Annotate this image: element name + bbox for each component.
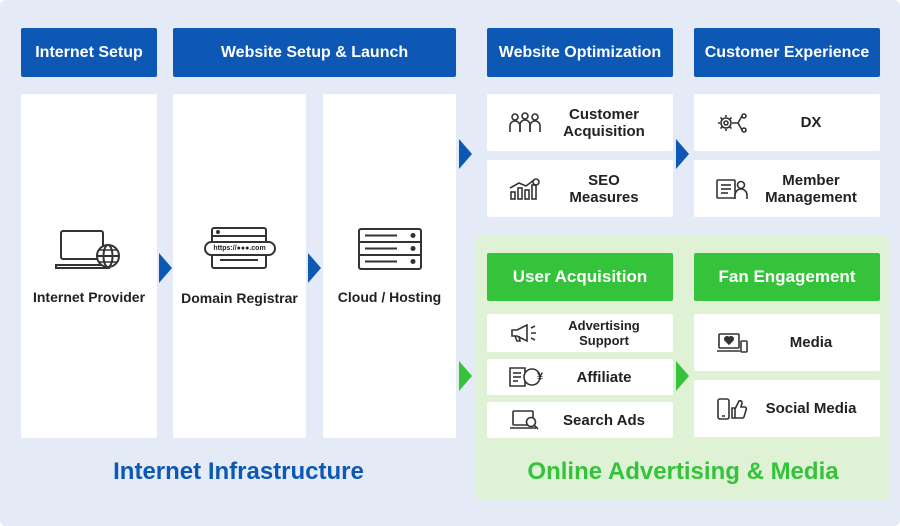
- card-dx: DX: [694, 94, 880, 151]
- card-advertising-support: Advertising Support: [487, 314, 673, 352]
- header-internet-setup-label: Internet Setup: [35, 43, 143, 61]
- flow-arrow-to-acquisition: [459, 361, 472, 391]
- seo-measures-line1: SEO: [588, 171, 620, 189]
- seo-measures-label: SEO Measures: [545, 172, 673, 206]
- customer-acquisition-line2: Acquisition: [563, 122, 645, 140]
- header-customer-experience-label: Customer Experience: [704, 43, 870, 61]
- domain-registrar-label: Domain Registrar: [181, 290, 298, 306]
- header-fan-engagement-label: Fan Engagement: [718, 267, 856, 286]
- card-cloud-hosting: Cloud / Hosting: [323, 94, 456, 438]
- social-media-label: Social Media: [765, 400, 857, 417]
- header-user-acquisition: User Acquisition: [487, 253, 673, 301]
- search-ads-label: Search Ads: [563, 411, 645, 429]
- advertising-support-line1: Advertising: [568, 318, 640, 333]
- card-member-management: Member Management: [694, 160, 880, 217]
- customer-acquisition-line1: Customer: [568, 105, 639, 123]
- phone-thumbs-up-icon: [712, 397, 752, 420]
- yen-symbol: ¥: [536, 371, 544, 383]
- member-management-line2: Management: [765, 188, 857, 206]
- server-icon: [357, 227, 423, 271]
- advertising-support-label: Advertising Support: [545, 318, 673, 348]
- flow-arrow-to-optimization: [459, 139, 472, 169]
- internet-provider-label: Internet Provider: [32, 289, 146, 305]
- header-website-setup: Website Setup & Launch: [173, 28, 456, 77]
- affiliate-label: Affiliate: [576, 368, 632, 386]
- card-customer-acquisition: Customer Acquisition: [487, 94, 673, 151]
- header-user-acquisition-label: User Acquisition: [512, 267, 648, 286]
- flow-arrow-2: [308, 253, 321, 283]
- card-seo-measures: SEO Measures: [487, 160, 673, 217]
- domain-url-text: https://●●●.com: [213, 245, 266, 252]
- infrastructure-title: Internet Infrastructure: [113, 458, 364, 485]
- megaphone-icon: [505, 323, 545, 343]
- laptop-heart-icon: [712, 332, 752, 354]
- gear-network-icon: [712, 112, 752, 134]
- card-domain-registrar: https://●●●.com Domain Registrar: [173, 94, 306, 438]
- browser-url-icon: https://●●●.com: [203, 226, 276, 272]
- card-media: Media: [694, 314, 880, 371]
- flow-arrow-to-engagement: [676, 361, 689, 391]
- dx-label: DX: [800, 114, 822, 131]
- card-affiliate: ¥ Affiliate: [487, 359, 673, 395]
- laptop-search-icon: [505, 409, 545, 431]
- member-management-line1: Member: [782, 171, 840, 189]
- seo-measures-line2: Measures: [569, 188, 639, 206]
- header-customer-experience: Customer Experience: [694, 28, 880, 77]
- bar-chart-growth-icon: [505, 177, 545, 200]
- flow-arrow-1: [159, 253, 172, 283]
- member-id-card-icon: [712, 178, 752, 200]
- header-fan-engagement: Fan Engagement: [694, 253, 880, 301]
- advertising-support-line2: Support: [579, 333, 629, 348]
- card-internet-provider: Internet Provider: [21, 94, 157, 438]
- header-internet-setup: Internet Setup: [21, 28, 157, 77]
- header-website-optimization-label: Website Optimization: [498, 43, 662, 61]
- card-social-media: Social Media: [694, 380, 880, 437]
- header-website-setup-label: Website Setup & Launch: [220, 43, 409, 61]
- advertising-title: Online Advertising & Media: [527, 458, 839, 485]
- customer-acquisition-label: Customer Acquisition: [545, 106, 673, 140]
- member-management-label: Member Management: [752, 172, 880, 206]
- yen-document-icon: ¥: [505, 366, 545, 388]
- laptop-globe-icon: [55, 227, 123, 271]
- people-group-icon: [505, 111, 545, 134]
- media-label: Media: [789, 334, 833, 351]
- cloud-hosting-label: Cloud / Hosting: [337, 289, 442, 305]
- card-search-ads: Search Ads: [487, 402, 673, 438]
- flow-arrow-to-experience: [676, 139, 689, 169]
- header-website-optimization: Website Optimization: [487, 28, 673, 77]
